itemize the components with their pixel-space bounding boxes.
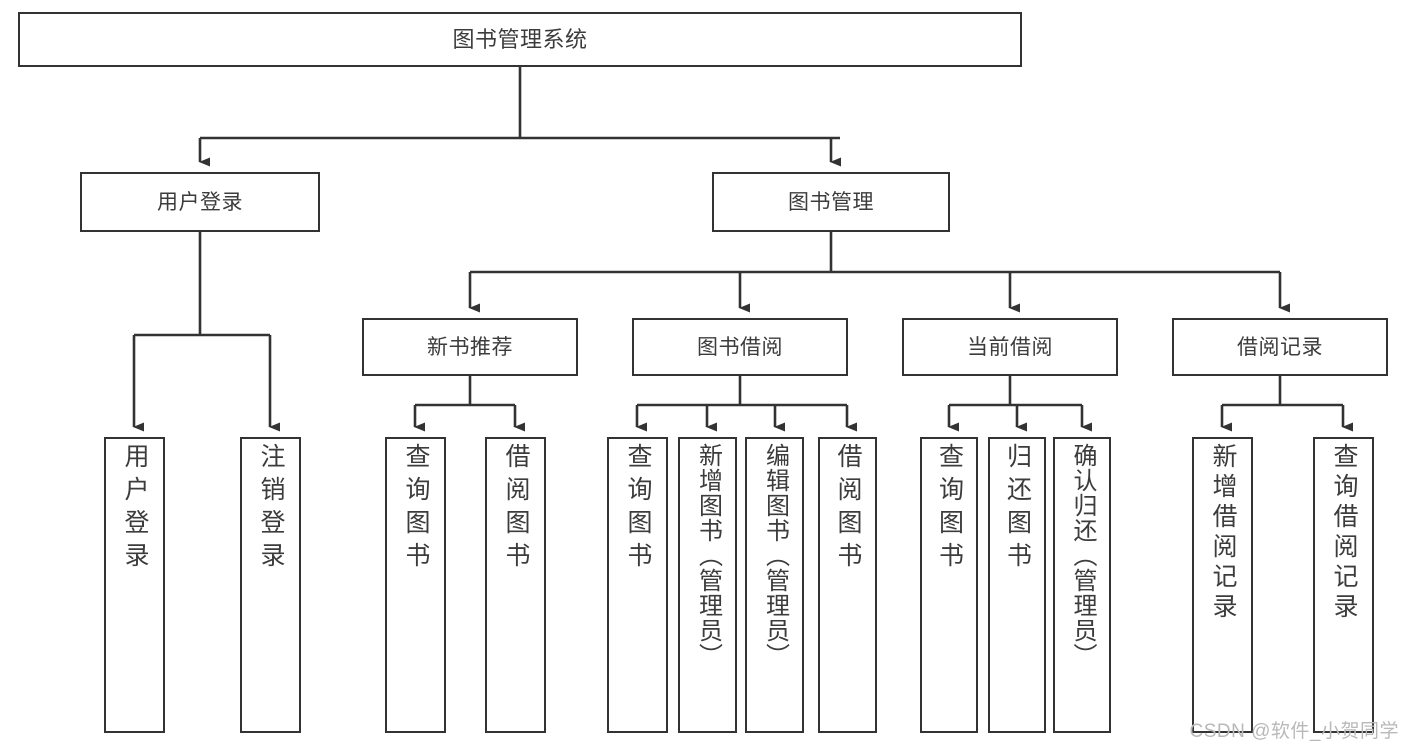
node-leaf-borrow-book-rec[interactable]: 借阅图书 [485, 437, 546, 733]
node-current-borrow-label: 当前借阅 [967, 335, 1053, 359]
node-leaf-confirm-return[interactable]: 确认归还（管理员） [1053, 437, 1111, 733]
node-leaf-user-login-label: 用户登录 [121, 443, 149, 575]
node-book-borrow-label: 图书借阅 [697, 335, 783, 359]
node-leaf-confirm-return-label: 确认归还（管理员） [1069, 443, 1096, 668]
node-root[interactable]: 图书管理系统 [18, 12, 1022, 67]
node-book-borrow[interactable]: 图书借阅 [632, 318, 848, 376]
node-leaf-query-book-brw[interactable]: 查询图书 [607, 437, 668, 733]
node-leaf-borrow-book-rec-label: 借阅图书 [502, 443, 530, 575]
node-leaf-query-book-cur[interactable]: 查询图书 [920, 437, 978, 733]
node-leaf-add-book-admin[interactable]: 新增图书（管理员） [678, 437, 737, 733]
node-book-manage[interactable]: 图书管理 [712, 172, 950, 232]
node-leaf-edit-book-admin-label: 编辑图书（管理员） [761, 443, 789, 668]
node-new-book-rec-label: 新书推荐 [427, 335, 513, 359]
node-new-book-rec[interactable]: 新书推荐 [362, 318, 578, 376]
node-leaf-borrow-book-brw-label: 借阅图书 [834, 443, 862, 575]
node-leaf-logout-label: 注销登录 [257, 443, 285, 575]
node-current-borrow[interactable]: 当前借阅 [902, 318, 1118, 376]
node-user-login-label: 用户登录 [157, 190, 243, 214]
node-leaf-query-borrow-record[interactable]: 查询借阅记录 [1313, 437, 1374, 733]
node-leaf-borrow-book-brw[interactable]: 借阅图书 [818, 437, 877, 733]
node-leaf-add-book-admin-label: 新增图书（管理员） [694, 443, 722, 668]
node-leaf-logout[interactable]: 注销登录 [240, 437, 301, 733]
node-leaf-user-login[interactable]: 用户登录 [104, 437, 165, 733]
node-user-login[interactable]: 用户登录 [80, 172, 320, 232]
node-leaf-query-borrow-record-label: 查询借阅记录 [1330, 443, 1358, 623]
node-leaf-query-book-brw-label: 查询图书 [624, 443, 652, 575]
node-leaf-add-borrow-record[interactable]: 新增借阅记录 [1192, 437, 1253, 733]
node-leaf-edit-book-admin[interactable]: 编辑图书（管理员） [745, 437, 804, 733]
node-leaf-add-borrow-record-label: 新增借阅记录 [1209, 443, 1237, 623]
node-leaf-query-book-rec-label: 查询图书 [402, 443, 430, 575]
node-leaf-query-book-cur-label: 查询图书 [935, 443, 964, 575]
node-leaf-return-book-label: 归还图书 [1003, 443, 1032, 575]
node-borrow-record[interactable]: 借阅记录 [1172, 318, 1388, 376]
node-book-manage-label: 图书管理 [788, 190, 874, 214]
node-borrow-record-label: 借阅记录 [1237, 335, 1323, 359]
node-root-label: 图书管理系统 [452, 26, 588, 52]
node-leaf-return-book[interactable]: 归还图书 [988, 437, 1046, 733]
node-leaf-query-book-rec[interactable]: 查询图书 [385, 437, 446, 733]
